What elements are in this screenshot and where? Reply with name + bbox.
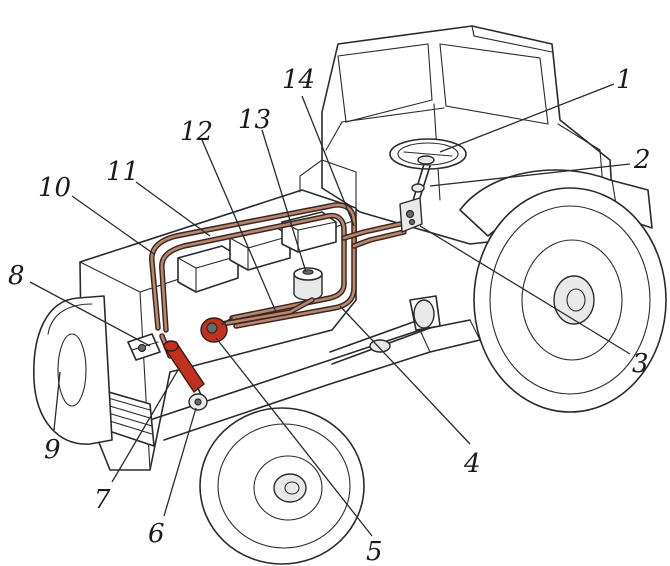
front-right-wheel	[199, 407, 365, 565]
leader-11	[135, 181, 211, 237]
callout-5: 5	[366, 537, 383, 566]
leader-13	[261, 129, 307, 273]
front-left-wheel	[33, 295, 113, 445]
hydraulic-pump	[200, 317, 233, 343]
leader-1	[439, 83, 615, 153]
pipe-loop-11	[159, 212, 347, 333]
leader-12	[201, 139, 277, 313]
callout-13: 13	[238, 105, 271, 135]
leader-9	[53, 371, 61, 431]
hydraulic-pipelines	[149, 202, 407, 359]
swivel-joint	[188, 393, 208, 411]
callout-12: 12	[180, 117, 213, 147]
leader-14	[301, 95, 355, 227]
tractor-frame	[149, 295, 481, 441]
callout-labels: 1 2 3 4 5 6 7 8 9 10 11 12 13 14	[8, 65, 651, 566]
callout-9: 9	[44, 435, 61, 465]
steering-mechanism	[399, 197, 423, 233]
steering-bracket	[127, 333, 161, 361]
pipe-12	[219, 297, 315, 327]
leader-5	[215, 337, 373, 537]
rear-wheel	[473, 187, 667, 413]
callout-2: 2	[633, 145, 651, 175]
leader-lines	[29, 83, 631, 537]
oil-tank	[293, 267, 323, 301]
pipe-to-steering-14	[341, 221, 407, 249]
leader-8	[29, 281, 151, 347]
leader-10	[71, 195, 155, 255]
leader-4	[339, 305, 471, 445]
callout-8: 8	[8, 261, 25, 291]
callout-14: 14	[282, 65, 315, 95]
leader-7	[111, 369, 179, 483]
callout-10: 10	[38, 173, 71, 203]
callout-4: 4	[463, 449, 481, 479]
callout-7: 7	[94, 485, 111, 515]
leader-2	[429, 163, 631, 187]
callout-6: 6	[148, 519, 165, 549]
leader-3	[419, 225, 631, 355]
callout-11: 11	[106, 157, 139, 187]
leader-6	[163, 407, 197, 517]
pipe-loop-10	[149, 202, 357, 331]
callout-1: 1	[616, 65, 633, 95]
steering-wheel	[389, 138, 467, 170]
callout-3: 3	[632, 349, 649, 379]
